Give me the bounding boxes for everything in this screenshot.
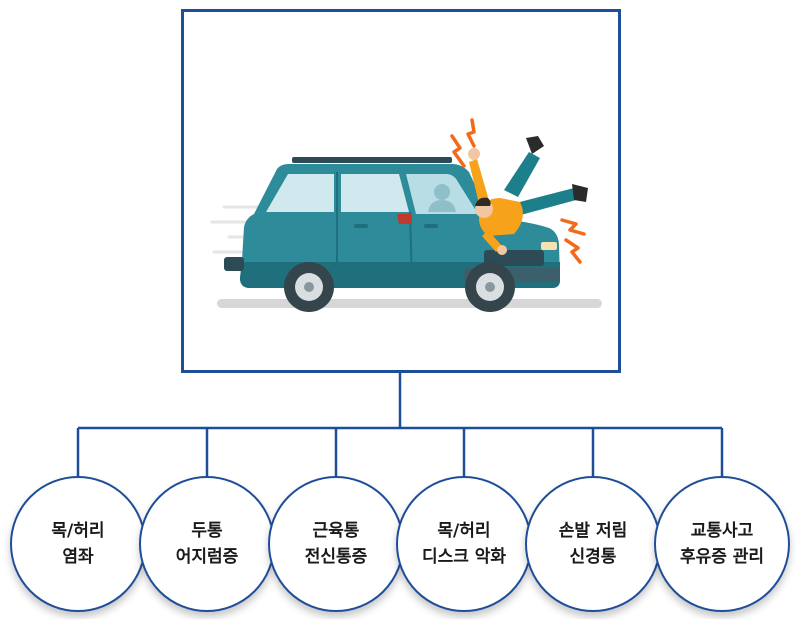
category-line1: 교통사고: [690, 521, 754, 541]
category-line1: 근육통: [312, 521, 360, 541]
category-line1: 두통: [191, 521, 223, 541]
category-line1: 손발 저림: [558, 521, 628, 541]
category-line1: 목/허리: [51, 521, 105, 541]
category-line2: 신경통: [569, 547, 617, 567]
category-node: 목/허리 디스크 악화: [396, 476, 532, 612]
category-line2: 후유증 관리: [679, 547, 765, 567]
car-accident-illustration-icon: [210, 118, 602, 312]
category-line2: 어지럼증: [175, 547, 239, 567]
category-node: 근육통 전신통증: [268, 476, 404, 612]
category-line2: 염좌: [62, 547, 94, 567]
category-line1: 목/허리: [437, 521, 491, 541]
category-node: 목/허리 염좌: [10, 476, 146, 612]
illustration-frame: [181, 9, 621, 373]
category-line2: 디스크 악화: [421, 547, 507, 567]
category-node: 두통 어지럼증: [139, 476, 275, 612]
category-node: 교통사고 후유증 관리: [654, 476, 790, 612]
category-node: 손발 저림 신경통: [525, 476, 661, 612]
category-line2: 전신통증: [304, 547, 368, 567]
